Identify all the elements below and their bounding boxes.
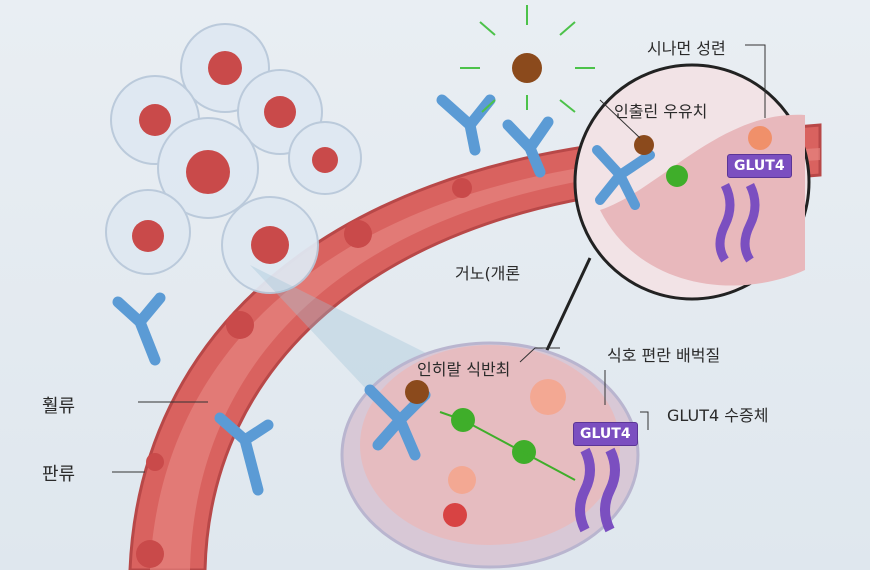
insulin-molecule: [512, 53, 542, 83]
inset-top-glucose: [666, 165, 688, 187]
vesicle: [530, 379, 566, 415]
inset-top-vesicle: [748, 126, 772, 150]
label-insulin: 인출린 우유치: [614, 102, 708, 121]
vesicle-2: [448, 466, 476, 494]
label-receptor-area: 거노(개론: [455, 264, 521, 283]
fat-cluster: [443, 503, 467, 527]
glucose-path: [439, 411, 576, 481]
glut4-badge-bottom: GLUT4: [573, 422, 638, 446]
glut4-badge-top: GLUT4: [727, 154, 792, 178]
label-blood-flow: 훨류: [42, 396, 76, 417]
label-intracellular: 인히랄 식반최: [417, 360, 511, 379]
glut4-chain: [575, 447, 620, 533]
inset-top-insulin: [634, 135, 654, 155]
leader-lines: [112, 347, 649, 473]
insulin-rays: [460, 5, 595, 113]
receptors: [112, 94, 554, 496]
inset-connector: [538, 257, 592, 366]
label-platelet: 판류: [42, 464, 76, 485]
label-cell-membrane: 식호 편란 배벅질: [607, 346, 721, 365]
inset-top-receptor: [592, 145, 655, 210]
label-cinnamon: 시나먼 성련: [647, 39, 726, 58]
inset-top-glut4-chain: [715, 182, 760, 263]
inset-bottom-insulin: [405, 380, 429, 404]
label-glut4-vesicle: GLUT4 수증체: [667, 406, 769, 425]
fat-droplets: [132, 51, 472, 568]
cinnamon-leader: [745, 44, 766, 118]
insulin-leader: [599, 99, 641, 139]
